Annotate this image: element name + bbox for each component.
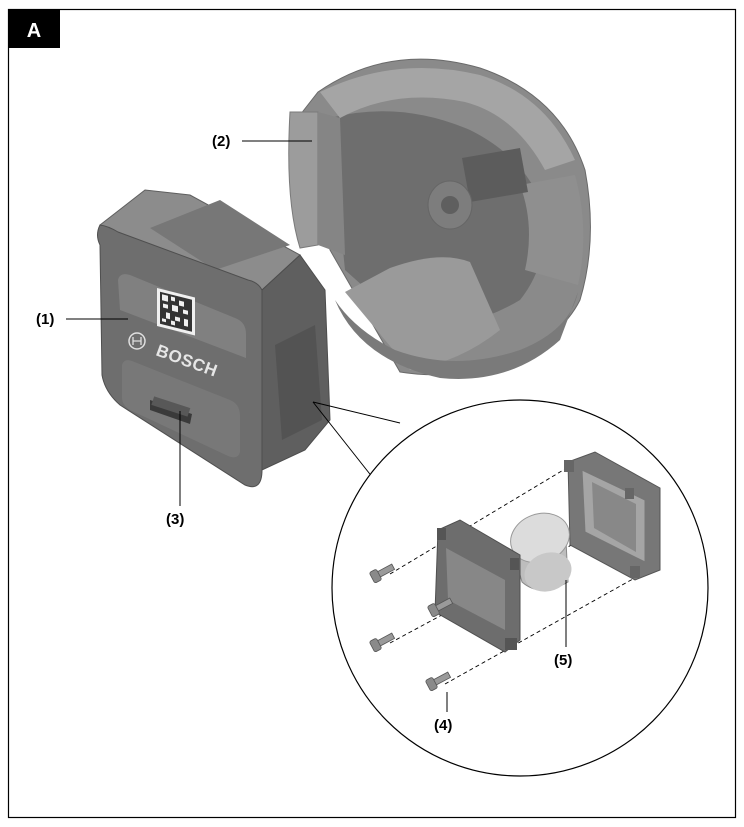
callout-1-label: (1) bbox=[36, 311, 54, 328]
callout-5: (5) bbox=[554, 580, 572, 669]
figure-label-text: A bbox=[27, 20, 41, 42]
callout-1: (1) bbox=[36, 311, 128, 328]
callout-5-label: (5) bbox=[554, 652, 572, 669]
callout-2: (2) bbox=[212, 133, 312, 150]
qr-code bbox=[157, 288, 195, 336]
callout-4: (4) bbox=[434, 692, 452, 734]
detail-view bbox=[312, 399, 709, 777]
coin-cell-battery bbox=[510, 512, 572, 592]
figure-label-badge bbox=[8, 9, 60, 48]
callout-2-label: (2) bbox=[212, 133, 230, 150]
figure-label: A bbox=[8, 9, 60, 48]
mount-holder bbox=[288, 58, 591, 379]
callout-3-label: (3) bbox=[166, 511, 184, 528]
figure-frame bbox=[7, 8, 737, 819]
callout-3: (3) bbox=[166, 411, 184, 528]
brand-logo-icon bbox=[128, 332, 146, 350]
battery-cover bbox=[434, 519, 521, 653]
battery-housing bbox=[564, 451, 661, 581]
screws bbox=[369, 563, 454, 691]
callout-4-label: (4) bbox=[434, 717, 452, 734]
device-body: BOSCH bbox=[97, 189, 331, 488]
